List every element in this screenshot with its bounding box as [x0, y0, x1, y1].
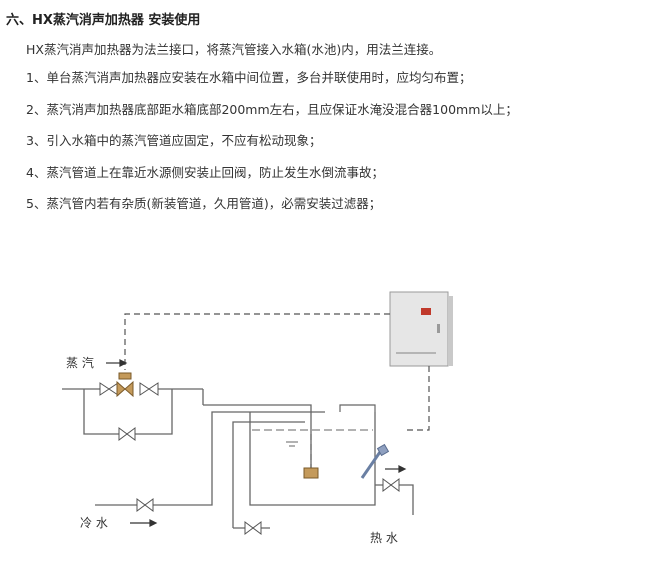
- control-valve-icon: [116, 372, 134, 398]
- gate-valve-icon: [99, 382, 119, 396]
- gate-valve-icon: [118, 382, 400, 535]
- section-heading: 六、HX蒸汽消声加热器 安装使用: [6, 13, 201, 28]
- list-item: 1、单台蒸汽消声加热器应安装在水箱中间位置，多台并联使用时，应均匀布置；: [26, 70, 472, 85]
- thermometer-probe-icon: [360, 443, 390, 479]
- water-tank: [249, 404, 376, 506]
- hot-water-label: 热 水: [370, 531, 398, 545]
- mixer-icon: [303, 467, 319, 479]
- flow-arrow-icon: [106, 359, 407, 527]
- list-item: 3、引入水箱中的蒸汽管道应固定，不应有松动现象；: [26, 133, 322, 149]
- intro-paragraph: HX蒸汽消声加热器为法兰接口，将蒸汽管接入水箱(水池)内，用法兰连接。: [26, 42, 442, 57]
- steam-label: 蒸 汽: [66, 355, 94, 370]
- installation-diagram: 蒸 汽 冷 水 热 水: [62, 291, 453, 545]
- steam-pipeline: [62, 388, 414, 529]
- list-item: 4、蒸汽管道上在靠近水源侧安装止回阀，防止发生水倒流事故；: [26, 164, 384, 180]
- cold-water-label: 冷 水: [80, 516, 108, 530]
- list-item: 2、蒸汽消声加热器底部距水箱底部200mm左右，且应保证水淹没混合器100mm以…: [26, 101, 518, 117]
- instruction-list: 1、单台蒸汽消声加热器应安装在水箱中间位置，多台并联使用时，应均匀布置； 2、蒸…: [26, 70, 518, 228]
- control-cabinet: [389, 291, 453, 367]
- list-item: 5、蒸汽管内若有杂质(新装管道，久用管道)，必需安装过滤器；: [26, 196, 382, 212]
